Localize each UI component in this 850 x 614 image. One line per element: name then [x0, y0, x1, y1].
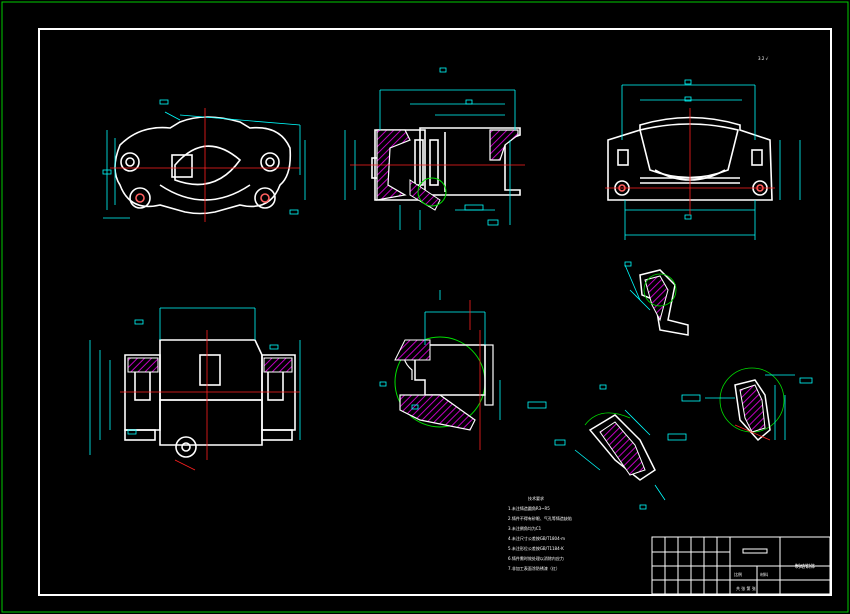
top-view-dimensions — [89, 307, 301, 455]
detail-view-d-dimensions — [681, 374, 813, 440]
top-view-hatch — [127, 357, 293, 373]
title-block-material-label: 材料 — [760, 571, 768, 577]
section-view-top-dimensions — [344, 67, 516, 230]
title-block — [651, 536, 831, 595]
detail-view-a — [394, 336, 494, 431]
note-line: 1.未注铸造圆角R3~R5 — [508, 505, 550, 511]
section-detail-circle — [417, 177, 447, 207]
right-view-dimensions — [621, 79, 801, 240]
front-view-dimensions — [102, 99, 306, 219]
title-block-scale-label: 比例 — [734, 571, 742, 577]
note-line: 2.铸件不得有砂眼、气孔等铸造缺陷 — [508, 515, 572, 521]
detail-view-a-centerlines — [469, 300, 481, 450]
note-line: 4.未注尺寸公差按GB/T1804-m — [508, 535, 565, 541]
detail-view-d-centerlines — [734, 424, 771, 441]
note-line: 7.非加工表面涂防锈漆（红） — [508, 565, 560, 571]
inner-frame — [38, 28, 832, 596]
detail-view-b-dimensions — [624, 261, 651, 311]
note-line: 5.未注形位公差按GB/T1184-K — [508, 545, 564, 551]
technical-notes: 技术要求 1.未注铸造圆角R3~R5 2.铸件不得有砂眼、气孔等铸造缺陷 3.未… — [508, 495, 572, 571]
roughness-mark: 3.2 √ — [758, 56, 769, 61]
notes-heading: 技术要求 — [528, 495, 544, 501]
detail-view-d — [719, 367, 785, 442]
detail-view-b — [639, 269, 689, 336]
note-line: 6.铸件需时效处理以消除内应力 — [508, 555, 564, 561]
title-block-sheet-label: 共 张 第 张 — [736, 585, 756, 591]
title-block-part-name: 制动钳体 — [795, 563, 815, 570]
top-view — [124, 339, 296, 458]
detail-view-c-dimensions — [554, 384, 687, 510]
top-view-centerlines — [120, 330, 300, 471]
detail-view-c — [584, 412, 656, 481]
front-view — [114, 116, 292, 215]
detail-view-a-dimensions — [379, 290, 547, 420]
note-line: 3.未注倒角均为C1 — [508, 525, 542, 531]
section-view-top-hatch — [376, 129, 519, 211]
front-view-centerlines — [110, 108, 300, 222]
right-view-centerlines — [605, 108, 775, 215]
